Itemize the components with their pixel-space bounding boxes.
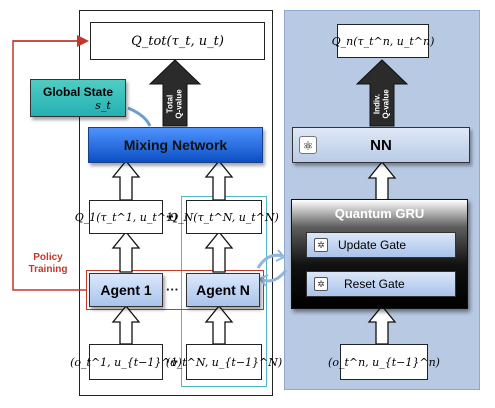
agent-n-box: Agent N — [186, 273, 260, 307]
update-gate-box: ✲ Update Gate — [306, 232, 456, 258]
obs-n-box: (o_t^N, u_{t−1}^N) — [166, 344, 282, 380]
qubit-chip-icon: ✲ — [314, 238, 328, 252]
total-q-label: Total Q-value — [166, 89, 184, 119]
global-state-box: Global State s_t — [30, 79, 126, 117]
global-state-symbol: s_t — [95, 98, 111, 112]
reset-gate-box: ✲ Reset Gate — [306, 271, 456, 297]
obs-n-right-box: (o_t^n, u_{t−1}^n) — [328, 344, 440, 380]
q-ellipsis: ··· — [166, 209, 179, 224]
obs-1-box: (o_t^1, u_{t−1}^1) — [70, 344, 182, 380]
agent-ellipsis: ··· — [166, 282, 179, 297]
quantum-gru-title: Quantum GRU — [334, 206, 425, 221]
brain-circuit-icon: ⚛ — [299, 136, 317, 154]
mixing-network-label: Mixing Network — [123, 137, 228, 153]
qubit-chip-icon: ✲ — [314, 277, 328, 291]
indiv-q-arrow — [355, 59, 409, 127]
total-q-arrow — [148, 59, 202, 127]
policy-training-label: Policy Training — [28, 252, 68, 275]
cycle-arrow-icon — [256, 249, 288, 287]
indiv-q-label: Indiv. Q-value — [373, 89, 391, 119]
obs-ellipsis: ··· — [166, 354, 179, 369]
global-state-title: Global State — [42, 84, 113, 99]
q-tot-label: Q_tot(τ_t, u_t) — [131, 33, 224, 49]
qN-box: Q_N(τ_t^N, u_t^N) — [169, 200, 279, 234]
mixing-network-box: Mixing Network — [88, 127, 263, 163]
q-n-box: Q_n(τ_t^n, u_t^n) — [332, 24, 434, 58]
agent-1-box: Agent 1 — [89, 273, 163, 307]
nn-box: ⚛ NN — [292, 127, 470, 163]
q-tot-box: Q_tot(τ_t, u_t) — [90, 22, 265, 60]
quantum-gru-box: Quantum GRU ✲ Update Gate ✲ Reset Gate — [291, 199, 468, 309]
q1-box: Q_1(τ_t^1, u_t^1) — [75, 200, 177, 234]
global-state-arrow — [127, 106, 152, 127]
policy-training-outline — [86, 270, 264, 310]
